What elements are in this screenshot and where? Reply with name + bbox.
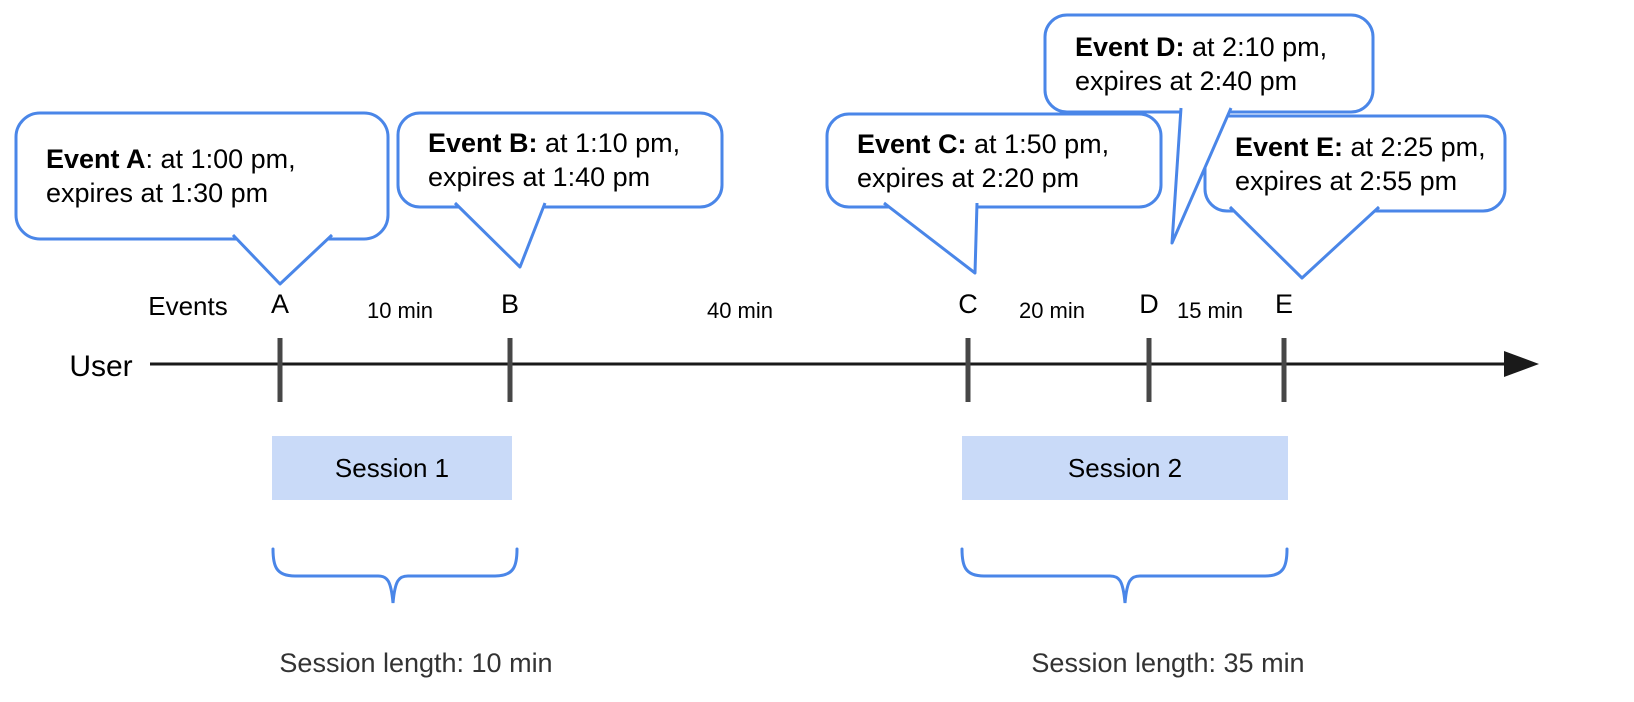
event-mark-e: E xyxy=(1274,289,1294,319)
event-d-bubble: Event D: at 2:10 pm, expires at 2:40 pm xyxy=(1045,15,1373,112)
event-b-bubble-tail xyxy=(453,201,547,269)
event-d-bubble-tail xyxy=(1170,107,1233,245)
event-c-bubble: Event C: at 1:50 pm, expires at 2:20 pm xyxy=(827,114,1161,207)
session-1-box: Session 1 xyxy=(272,436,512,500)
event-e-line1: Event E: at 2:25 pm, xyxy=(1235,131,1486,162)
event-b-bubble: Event B: at 1:10 pm, expires at 1:40 pm xyxy=(398,113,722,207)
event-d-line1: Event D: at 2:10 pm, xyxy=(1075,31,1328,62)
session-2-length-label: Session length: 35 min xyxy=(1031,648,1305,678)
interval-a-b-label: 10 min xyxy=(366,298,434,323)
event-a-bubble: Event A: at 1:00 pm, expires at 1:30 pm xyxy=(16,113,388,239)
event-mark-c: C xyxy=(958,289,978,319)
session-2-box: Session 2 xyxy=(962,436,1288,500)
event-a-line2: expires at 1:30 pm xyxy=(46,178,269,208)
event-c-line1: Event C: at 1:50 pm, xyxy=(857,128,1110,159)
session-2-label: Session 2 xyxy=(1067,452,1183,483)
event-a-bubble-tail xyxy=(231,233,334,286)
session-2-brace xyxy=(960,547,1289,604)
event-b-line1: Event B: at 1:10 pm, xyxy=(428,128,681,158)
interval-b-c-label: 40 min xyxy=(706,298,774,323)
session-1-length-label: Session length: 10 min xyxy=(279,648,553,678)
event-e-bubble: Event E: at 2:25 pm, expires at 2:55 pm xyxy=(1205,116,1505,211)
event-b-bubble-shape xyxy=(396,111,724,209)
session-1-brace xyxy=(271,547,519,604)
event-mark-d: D xyxy=(1139,289,1159,319)
event-e-bubble-tail xyxy=(1228,205,1381,280)
session-1-label: Session 1 xyxy=(334,452,450,483)
event-c-bubble-shape xyxy=(825,112,1163,209)
user-actor-label: User xyxy=(69,350,133,383)
timeline-arrowhead-icon xyxy=(1504,351,1539,377)
event-c-line2: expires at 2:20 pm xyxy=(857,162,1080,193)
event-e-line2: expires at 2:55 pm xyxy=(1235,165,1458,196)
event-mark-a: A xyxy=(270,289,290,319)
event-b-line2: expires at 1:40 pm xyxy=(428,162,651,192)
events-row-label: Events xyxy=(148,291,228,321)
interval-c-d-label: 20 min xyxy=(1018,298,1086,323)
event-c-bubble-tail xyxy=(883,201,979,275)
event-d-line2: expires at 2:40 pm xyxy=(1075,65,1298,96)
event-a-bubble-shape xyxy=(14,111,390,241)
event-a-line1: Event A: at 1:00 pm, xyxy=(46,144,296,174)
event-mark-b: B xyxy=(500,289,520,319)
interval-d-e-label: 15 min xyxy=(1176,298,1244,323)
